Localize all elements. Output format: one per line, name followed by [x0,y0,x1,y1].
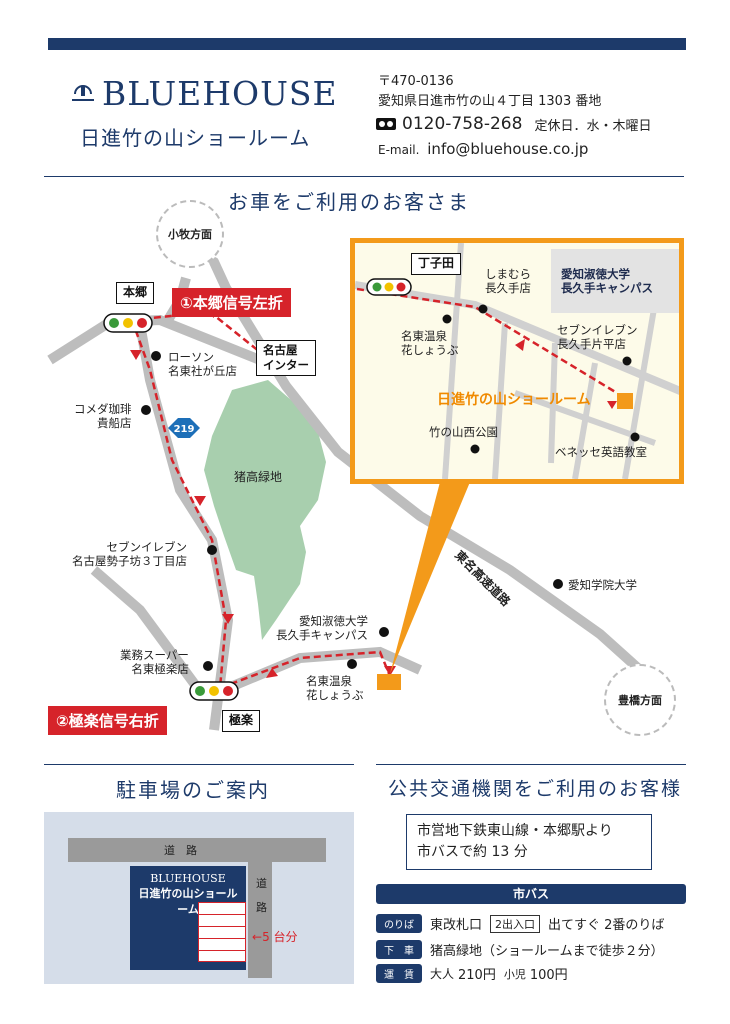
parking-capacity: ←5 台分 [252,930,298,944]
phone-icon [376,118,396,130]
landmark-meito-onsen: 名東温泉 花しょうぶ [306,674,364,703]
house-logo-icon [72,84,94,101]
road-horizontal [68,838,326,862]
route-219-icon [168,418,200,438]
tel-row: 0120-758-268 定休日．水・木曜日 [376,114,651,134]
bus-row-fare: 運 賃 大人 210円 小児 100円 [376,964,568,983]
transit-divider [376,764,686,765]
destination-marker [377,674,401,690]
transit-line1: 市営地下鉄東山線・本郷駅より [417,823,613,839]
brand-logo: BLUEHOUSE [70,74,338,113]
fare-adult: 210円 [458,968,496,983]
route-line [130,319,392,690]
bus-header: 市バス [376,884,686,904]
signal-icon-choshida [366,278,412,296]
landmark-gyomu-super: 業務スーパー 名東極楽店 [120,648,189,677]
road-vertical [248,838,272,978]
fare-child: 100円 [529,968,568,983]
landmark-aichi-gakuin: 愛知学院大学 [568,578,637,592]
inset-landmark-benesse: ベネッセ英語教室 [555,445,647,459]
direction-toyohashi: 豊橋方面 [604,664,676,736]
transit-title: 公共交通機関をご利用のお客様 [388,778,683,800]
postal-code: 〒470-0136 [378,74,454,89]
transit-summary: 市営地下鉄東山線・本郷駅より 市バスで約 13 分 [406,814,652,870]
bus-row-label: 運 賃 [376,964,422,983]
landmark-seven-seshibo: セブンイレブン 名古屋勢子坊３丁目店 [72,540,187,569]
landmark-komeda: コメダ珈琲 貴船店 [74,402,132,431]
email-label: E-mail. [378,143,420,157]
instruction-gokuraku: ②極楽信号右折 [48,706,167,735]
holiday: 定休日．水・木曜日 [534,118,652,134]
landmark-aichi-shukutoku: 愛知淑徳大学 長久手キャンパス [276,614,368,643]
address: 愛知県日進市竹の山４丁目 1303 番地 [378,94,602,109]
exit-badge: 2出入口 [490,914,541,933]
inset-landmark-seven: セブンイレブン 長久手片平店 [557,323,638,352]
car-section-title: お車をご利用のお客さま [228,190,470,214]
bus-row-text: 猪高緑地（ショールームまで徒歩２分） [430,944,664,959]
route-number: 219 [174,424,195,435]
green-area-label: 猪高緑地 [234,470,283,484]
inset-landmark-shimamura: しまむら 長久手店 [485,267,531,296]
parking-map: 道 路 道 路 BLUEHOUSE 日進竹の山ショールーム ←5 台分 [44,812,354,984]
road-label-v: 道 路 [256,877,267,915]
top-bar [48,38,686,50]
logo-text: BLUEHOUSE [102,74,338,113]
divider [44,176,684,177]
signal-icon-hongo [103,313,153,333]
road-label-h: 道 路 [164,844,197,857]
inset-landmark-university: 愛知淑徳大学 長久手キャンパス [561,267,653,296]
nagoya-interchange: 名古屋 インター [256,340,316,376]
fare-child-label: 小児 [503,967,526,981]
signal-label-gokuraku: 極楽 [222,710,261,732]
bus-row-text: 東改札口 [430,918,483,933]
inset-landmark-park: 竹の山西公園 [429,425,498,439]
building-name: 日進竹の山ショールーム [138,887,238,916]
instruction-hongo: ①本郷信号左折 [172,288,291,317]
email-row: E-mail. info@bluehouse.co.jp [378,140,588,158]
bus-row-text: 出てすぐ 2番のりば [548,918,665,933]
bus-row-boarding: のりば 東改札口 2出入口 出てすぐ 2番のりば [376,914,664,933]
bus-row-alight: 下 車 猪高緑地（ショールームまで徒歩２分） [376,940,664,959]
bus-row-label: のりば [376,914,422,933]
showroom-name: 日進竹の山ショールーム [80,126,311,150]
inset-destination-icon [617,393,633,409]
inset-landmark-onsen: 名東温泉 花しょうぶ [401,329,459,358]
inset-destination-label: 日進竹の山ショールーム [437,392,591,408]
arrow-left-icon: ← [252,930,263,944]
parking-divider [44,764,354,765]
bus-row-label: 下 車 [376,940,422,959]
direction-komaki: 小牧方面 [156,200,224,268]
signal-label-choshida: 丁子田 [411,253,462,275]
parking-spaces [198,902,246,962]
fare-adult-label: 大人 [430,967,455,981]
transit-line2: 市バスで約 13 分 [417,844,528,860]
green-area [204,380,326,640]
landmark-lawson: ローソン 名東社が丘店 [168,350,237,379]
inset-map: 丁子田 しまむら 長久手店 愛知淑徳大学 長久手キャンパス 名東温泉 花しょうぶ… [350,238,684,484]
email-address[interactable]: info@bluehouse.co.jp [427,140,589,158]
tel-number[interactable]: 0120-758-268 [402,114,523,134]
signal-icon-gokuraku [189,681,239,701]
building-brand: BLUEHOUSE [150,872,226,885]
signal-label-hongo: 本郷 [116,282,155,304]
parking-title: 駐車場のご案内 [116,778,270,802]
